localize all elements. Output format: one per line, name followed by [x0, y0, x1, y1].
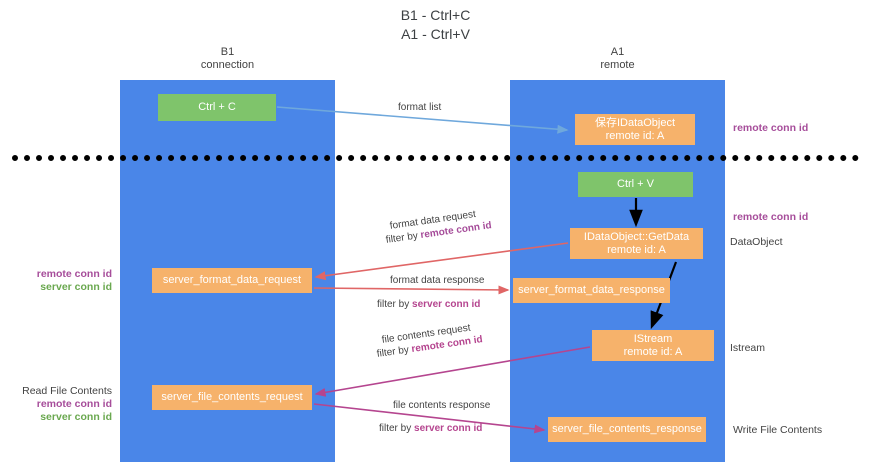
filter-prefix: filter by [385, 230, 422, 246]
annotation-left-conn-ids-1: remote conn id server conn id [0, 268, 112, 294]
phase-divider [12, 155, 859, 161]
annotation-dataobject: DataObject [730, 236, 783, 248]
node-server-file-contents-request-label: server_file_contents_request [161, 391, 303, 403]
node-getdata-line1: IDataObject::GetData [583, 230, 690, 243]
node-ctrl-v[interactable]: Ctrl + V [578, 172, 693, 197]
lane-header-a1-sub: remote [600, 59, 635, 71]
node-data-object[interactable]: 保存IDataObject remote id: A [575, 114, 695, 145]
edge-label-file-contents-response-filter: filter by server conn id [379, 422, 482, 435]
page-title: B1 - Ctrl+C A1 - Ctrl+V [0, 6, 871, 44]
node-server-format-data-response-label: server_format_data_response [518, 284, 665, 296]
edge-label-file-contents-response: file contents response [393, 399, 490, 412]
node-istream-line2: remote id: A [623, 345, 683, 358]
node-server-format-data-request[interactable]: server_format_data_request [152, 268, 312, 293]
edge-label-format-list-text: format list [398, 102, 442, 113]
node-ctrl-v-label: Ctrl + V [617, 178, 654, 190]
lane-header-a1: A1 remote [510, 46, 725, 72]
annotation-left-remote-conn-id-1: remote conn id [36, 268, 112, 280]
annotation-remote-conn-id-top: remote conn id [733, 122, 809, 134]
node-server-file-contents-response[interactable]: server_file_contents_response [548, 417, 706, 442]
node-getdata-line2: remote id: A [607, 243, 666, 256]
filter-prefix: filter by [376, 344, 413, 360]
node-data-object-line2: remote id: A [605, 129, 665, 142]
node-istream-line1: IStream [633, 332, 673, 345]
annotation-left-server-conn-id-2: server conn id [40, 411, 112, 423]
node-server-format-data-response[interactable]: server_format_data_response [513, 278, 670, 303]
filter-key-server-conn-id: server conn id [412, 299, 481, 310]
lane-header-a1-name: A1 [610, 46, 625, 58]
annotation-istream: Istream [730, 342, 766, 354]
node-idataobject-getdata[interactable]: IDataObject::GetData remote id: A [570, 228, 703, 259]
edge-label-format-data-response-text: format data response [390, 275, 485, 286]
lane-header-b1-name: B1 [220, 46, 235, 58]
node-server-file-contents-response-label: server_file_contents_response [552, 423, 702, 435]
lane-header-b1-sub: connection [200, 59, 255, 71]
title-line-2: A1 - Ctrl+V [401, 26, 470, 42]
filter-key-server-conn-id: server conn id [414, 423, 483, 434]
filter-prefix: filter by [379, 423, 415, 434]
filter-prefix: filter by [377, 299, 413, 310]
title-line-1: B1 - Ctrl+C [400, 7, 471, 23]
edge-label-format-data-response-filter: filter by server conn id [377, 298, 480, 311]
edge-label-file-contents-response-text: file contents response [393, 400, 491, 411]
node-ctrl-c-label: Ctrl + C [198, 101, 236, 113]
node-server-format-data-request-label: server_format_data_request [162, 274, 302, 286]
annotation-left-server-conn-id-1: server conn id [40, 281, 112, 293]
annotation-left-remote-conn-id-2: remote conn id [36, 398, 112, 410]
lane-header-b1: B1 connection [120, 46, 335, 72]
node-istream[interactable]: IStream remote id: A [592, 330, 714, 361]
annotation-remote-conn-id-mid: remote conn id [733, 211, 809, 223]
edge-label-format-data-response: format data response [390, 274, 485, 287]
edge-format-data-response [313, 285, 510, 295]
annotation-write-file-contents: Write File Contents [733, 424, 823, 436]
edge-label-format-list: format list [398, 101, 441, 114]
node-server-file-contents-request[interactable]: server_file_contents_request [152, 385, 312, 410]
node-ctrl-c[interactable]: Ctrl + C [158, 94, 276, 121]
annotation-read-file-contents: Read File Contents [22, 385, 112, 397]
annotation-left-read-file-contents: Read File Contents remote conn id server… [0, 385, 112, 424]
node-data-object-line1: 保存IDataObject [594, 116, 676, 129]
